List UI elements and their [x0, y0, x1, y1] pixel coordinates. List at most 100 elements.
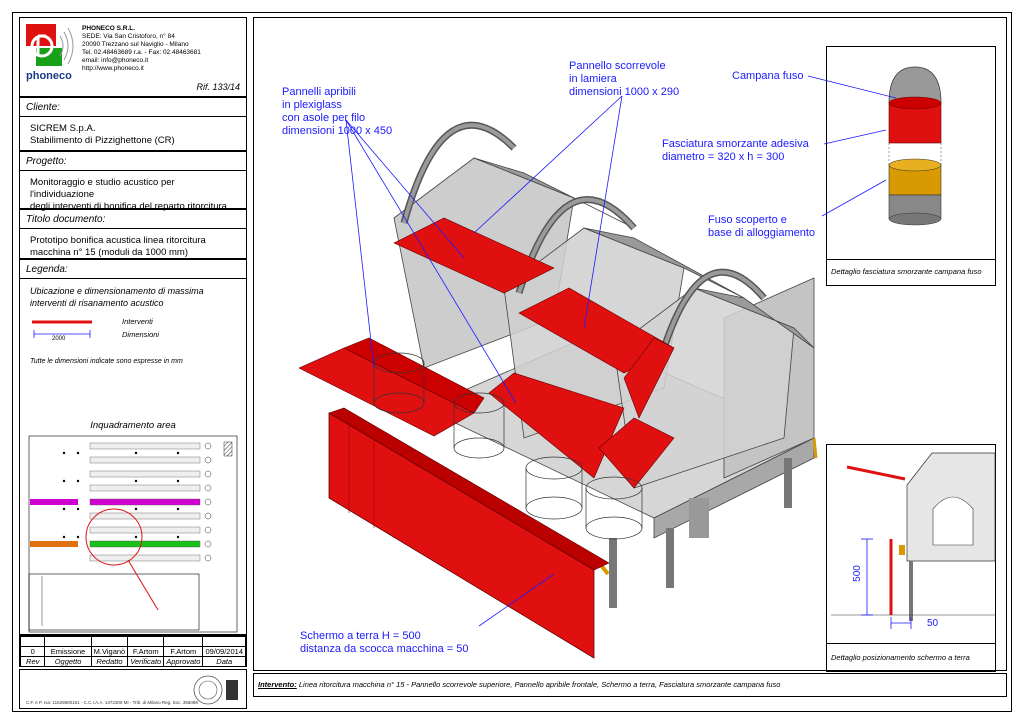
- callout-line: in plexiglass: [282, 99, 342, 111]
- titolo-text: Prototipo bonifica acustica linea ritorc…: [20, 229, 246, 265]
- plan-side-row: [30, 541, 78, 547]
- callout-scorrevole: Pannello scorrevole in lamiera dimension…: [569, 60, 679, 99]
- callout-line: dimensioni 1000 x 450: [282, 125, 393, 137]
- plan-side-row: [30, 499, 78, 505]
- plan-column-dot: [134, 479, 138, 483]
- company-name: PHONECO S.R.L.: [82, 25, 136, 32]
- callout-fasciatura: Fasciatura smorzante adesiva diametro = …: [662, 138, 809, 164]
- callout-line: diametro = 320 x h = 300: [662, 151, 785, 163]
- callout-line: Fuso scoperto e: [708, 214, 787, 226]
- plan-column-dot: [134, 507, 138, 511]
- revision-cell: Emissione: [44, 646, 92, 657]
- plan-machine-row: [89, 442, 201, 450]
- inquadramento-plan: [28, 435, 238, 633]
- plan-machine-row: [89, 470, 201, 478]
- revision-label: Redatto: [90, 656, 129, 667]
- plan-column-dot: [62, 535, 66, 539]
- schermo-terra-detail: [831, 452, 996, 629]
- plan-column-dot: [76, 507, 80, 511]
- inquadramento-title: Inquadramento area: [90, 420, 176, 431]
- company-header: phoneco PHONECO S.R.L. SEDE: Via San Cri…: [19, 17, 247, 97]
- plan-column-dot: [176, 479, 180, 483]
- plan-column-dot: [176, 535, 180, 539]
- legend-symbols: [32, 320, 92, 338]
- company-address-line: email: info@phoneco.it: [82, 57, 149, 64]
- intervento-text: Linea ritorcitura macchina n° 15 - Panne…: [298, 680, 781, 689]
- legenda-label: Legenda:: [20, 260, 246, 279]
- legenda-line: interventi di risanamento acustico: [30, 298, 164, 308]
- plan-column-dot: [176, 451, 180, 455]
- plan-machine-row: [89, 512, 201, 520]
- plan-row-marker: [204, 456, 212, 464]
- plan-machine-row: [89, 484, 201, 492]
- revision-cell: M.Viganò: [90, 646, 129, 657]
- dim-distance: 50: [927, 618, 939, 629]
- callout-line: dimensioni 1000 x 290: [569, 86, 680, 98]
- plan-row-marker: [204, 498, 212, 506]
- plan-column-dot: [62, 507, 66, 511]
- plan-machine-row: [89, 526, 201, 534]
- callout-line: Pannelli apribili: [282, 86, 356, 98]
- cliente-label: Cliente:: [20, 98, 246, 117]
- legend-interventi: Interventi: [122, 317, 153, 326]
- revision-cell: F.Artom: [163, 646, 204, 657]
- revision-label: Data: [202, 656, 246, 667]
- plan-column-dot: [76, 479, 80, 483]
- reference-number: Rif. 133/14: [196, 82, 240, 92]
- main-drawing-frame: Pannelli apribili in plexiglass con asol…: [253, 17, 1007, 672]
- revision-label: Verificato: [127, 656, 165, 667]
- callout-campana: Campana fuso: [732, 70, 804, 82]
- progetto-line: degli interventi di bonifica del reparto…: [30, 201, 227, 212]
- titolo-line: Prototipo bonifica acustica linea ritorc…: [30, 235, 206, 246]
- cliente-panel: Cliente: SICREM S.p.A. Stabilimento di P…: [19, 97, 247, 151]
- plan-row-marker: [204, 540, 212, 548]
- callout-line: base di alloggiamento: [708, 227, 816, 239]
- certification-seal-icon: [193, 675, 238, 705]
- machine-isometric-drawing: [298, 95, 818, 659]
- plan-column-dot: [62, 451, 66, 455]
- progetto-text: Monitoraggio e studio acustico per l'ind…: [20, 171, 246, 219]
- titolo-label: Titolo documento:: [20, 210, 246, 229]
- intervento-bar: Intervento: Linea ritorcitura macchina n…: [253, 673, 1007, 697]
- callout-schermo: Schermo a terra H = 500 distanza da scoc…: [300, 630, 468, 656]
- callout-fuso: Fuso scoperto e base di alloggiamento: [708, 214, 815, 240]
- legend-dim-value: 2000: [52, 336, 66, 342]
- plan-column-dot: [76, 451, 80, 455]
- plan-machine-row: [89, 498, 201, 506]
- plan-row-marker: [204, 470, 212, 478]
- footer-seal-panel: C.F. e P. Iva: 11529600151 - C.C.I.A.A. …: [19, 669, 247, 709]
- cliente-text: SICREM S.p.A. Stabilimento di Pizzighett…: [20, 117, 246, 153]
- plan-row-marker: [204, 554, 212, 562]
- logo-text: phoneco: [26, 70, 72, 82]
- plan-row-marker: [204, 442, 212, 450]
- detail-campana-caption: Dettaglio fasciatura smorzante campana f…: [831, 267, 982, 276]
- revision-cell: 0: [19, 646, 46, 657]
- plan-column-dot: [176, 507, 180, 511]
- plan-machine-row: [89, 456, 201, 464]
- callout-line: distanza da scocca macchina = 50: [300, 643, 469, 655]
- revision-cell: F.Artom: [127, 646, 165, 657]
- company-address-line: 20090 Trezzano sul Naviglio - Milano: [82, 41, 189, 48]
- plan-machine-row: [89, 540, 201, 548]
- plan-row-marker: [204, 484, 212, 492]
- intervento-label: Intervento:: [258, 680, 297, 689]
- revision-label: Oggetto: [44, 656, 92, 667]
- campana-fuso-detail: [888, 66, 942, 226]
- plan-machine-row: [89, 554, 201, 562]
- revision-label: Rev: [19, 656, 46, 667]
- company-address-line: Tel. 02.48463689 r.a. - Fax: 02.48463681: [82, 49, 201, 56]
- titolo-panel: Titolo documento: Prototipo bonifica acu…: [19, 209, 247, 259]
- progetto-line: Monitoraggio e studio acustico per l'ind…: [30, 177, 175, 200]
- plan-row-marker: [204, 526, 212, 534]
- plan-row-marker: [204, 512, 212, 520]
- legend-note: Tutte le dimensioni indicate sono espres…: [30, 358, 183, 365]
- plan-column-dot: [134, 535, 138, 539]
- callout-line: in lamiera: [569, 73, 617, 85]
- company-address-line: http://www.phoneco.it: [82, 65, 144, 72]
- callout-pannelli: Pannelli apribili in plexiglass con asol…: [282, 86, 392, 138]
- callout-line: Fasciatura smorzante adesiva: [662, 138, 809, 150]
- company-address-line: SEDE: Via San Cristoforo, n° 84: [82, 33, 175, 40]
- legenda-text: Ubicazione e dimensionamento di massima …: [20, 279, 246, 315]
